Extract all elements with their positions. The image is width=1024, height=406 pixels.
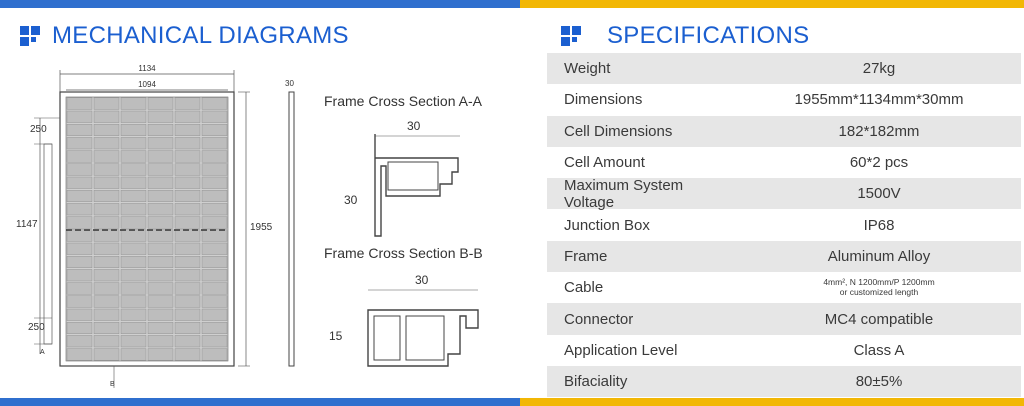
spec-key: Dimensions	[564, 91, 643, 109]
spec-value: Class A	[853, 341, 905, 359]
grid-logo-icon	[20, 26, 40, 46]
specifications-title: SPECIFICATIONS	[607, 22, 810, 49]
spec-row-dimensions: Dimensions 1955mm*1134mm*30mm	[547, 84, 1021, 115]
spec-value: 182*182mm	[838, 122, 920, 140]
spec-value: 1500V	[857, 185, 901, 203]
spec-row-junction-box: Junction Box IP68	[547, 209, 1021, 240]
cable-value-line2: or customized length	[839, 286, 919, 297]
cross-section-bb-label: Frame Cross Section B-B	[324, 245, 483, 261]
spec-row-max-system-voltage: Maximum System Voltage 1500V	[547, 176, 1021, 211]
cross-section-bb-height: 15	[329, 329, 343, 343]
spec-row-frame: Frame Aluminum Alloy	[547, 240, 1021, 273]
spec-row-connector: Connector MC4 compatible	[547, 303, 1021, 335]
spec-value: 60*2 pcs	[849, 154, 909, 172]
spec-value: MC4 compatible	[824, 310, 934, 328]
mechanical-diagrams-title: MECHANICAL DIAGRAMS	[52, 22, 349, 49]
dim-width-1094: 1094	[138, 80, 156, 89]
cross-section-bb-width: 30	[415, 273, 429, 287]
spec-key: Bifaciality	[564, 373, 628, 391]
dim-width-1134: 1134	[138, 64, 156, 73]
cross-section-aa-height: 30	[344, 193, 358, 207]
spec-value: 4mm², N 1200mm/P 1200mm or customized le…	[737, 278, 1021, 297]
cable-value-line1: 4mm², N 1200mm/P 1200mm	[823, 277, 935, 288]
section-mark-a: A	[40, 349, 45, 356]
spec-key: Junction Box	[564, 216, 650, 234]
spec-value: IP68	[863, 216, 895, 234]
bottom-accent-bar-blue	[0, 398, 520, 406]
spec-row-application-level: Application Level Class A	[547, 335, 1021, 366]
spec-row-cell-amount: Cell Amount 60*2 pcs	[547, 147, 1021, 178]
dim-thickness-30: 30	[285, 79, 294, 88]
top-accent-bar-yellow	[520, 0, 1024, 8]
mechanical-diagram-area: 1134 1094 1074 250 1147 250 A B 1955 30	[0, 54, 530, 398]
spec-key: Cell Amount	[564, 154, 645, 172]
spec-key: Maximum System Voltage	[564, 176, 684, 211]
spec-key: Weight	[564, 60, 611, 78]
specifications-table: Weight 27kg Dimensions 1955mm*1134mm*30m…	[547, 53, 1021, 398]
bottom-accent-bar-yellow	[520, 398, 1024, 406]
dim-height-1955: 1955	[250, 222, 273, 233]
top-accent-bar-blue	[0, 0, 520, 8]
spec-key: Cell Dimensions	[564, 122, 673, 140]
spec-row-weight: Weight 27kg	[547, 53, 1021, 85]
spec-value: 1955mm*1134mm*30mm	[794, 91, 964, 109]
dim-mount-1147: 1147	[16, 219, 38, 230]
spec-value: 80±5%	[855, 373, 903, 391]
spec-key: Cable	[564, 279, 604, 297]
cross-section-aa-label: Frame Cross Section A-A	[324, 93, 483, 109]
dim-mount-250-bottom: 250	[28, 322, 45, 333]
spec-row-cell-dimensions: Cell Dimensions 182*182mm	[547, 115, 1021, 147]
spec-key: Application Level	[564, 341, 678, 359]
spec-value: 27kg	[862, 60, 896, 78]
dim-mount-250-top: 250	[30, 124, 47, 135]
section-mark-b: B	[110, 381, 115, 388]
grid-logo-icon	[561, 26, 581, 46]
solar-panel-front-view	[59, 91, 235, 367]
spec-row-bifaciality: Bifaciality 80±5%	[547, 365, 1021, 398]
cross-section-aa-width: 30	[407, 119, 421, 133]
mechanical-drawing: 1134 1094 1074 250 1147 250 A B 1955 30	[16, 64, 483, 388]
spec-row-cable: Cable 4mm², N 1200mm/P 1200mm or customi…	[547, 272, 1021, 303]
spec-key: Connector	[564, 310, 634, 328]
spec-value: Aluminum Alloy	[827, 247, 931, 265]
spec-key: Frame	[564, 247, 608, 265]
